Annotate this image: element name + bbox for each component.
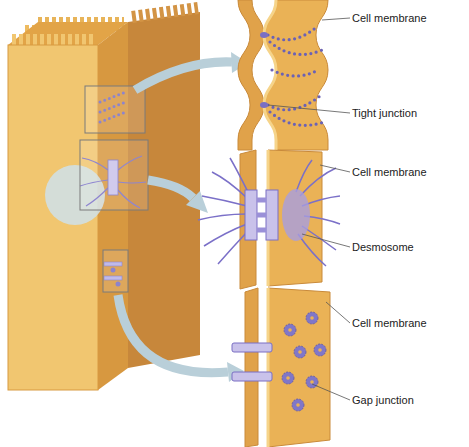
membrane-sheet (245, 288, 258, 447)
connexon-pore (310, 380, 314, 384)
desmosome-panel (198, 150, 340, 289)
zoom-frame (80, 140, 148, 210)
membrane-sheet (238, 0, 264, 150)
zoom-arrow (118, 295, 228, 373)
tight-junction-contact (260, 102, 268, 108)
connexon-pore (296, 403, 300, 407)
zoom-frames (80, 86, 148, 292)
leader-line (268, 105, 350, 113)
connexon-face (292, 399, 304, 411)
callout-label: Desmosome (352, 240, 414, 254)
tight-junction-contact (260, 32, 268, 38)
leader-lines (268, 18, 350, 400)
connexon-face (314, 344, 326, 356)
microvilli (132, 8, 198, 17)
connexon-pore (298, 350, 302, 354)
zoom-frame (85, 86, 145, 133)
membrane-edge (267, 288, 270, 447)
membrane-sheet (240, 150, 256, 289)
connexon-pore (286, 376, 290, 380)
callout-label: Tight junction (352, 106, 417, 120)
microvilli (12, 34, 96, 46)
desmosome-plaque (245, 190, 257, 240)
zoom-arrow (148, 180, 193, 198)
zoom-arrows (118, 52, 248, 382)
connexon-face (282, 372, 294, 384)
connexon-face (284, 324, 296, 336)
desmosome-plaque (266, 190, 278, 240)
gap-junction-panel (232, 288, 330, 447)
connexon-pore (288, 328, 292, 332)
desmosome-plaque (282, 189, 310, 241)
callout-label: Cell membrane (352, 11, 427, 25)
intermediate-filaments (198, 158, 250, 264)
connexon-pores (286, 316, 322, 407)
leader-line (320, 165, 350, 172)
zoom-arrow (135, 62, 232, 90)
connexon-faces (282, 312, 326, 411)
membrane-sheet (264, 0, 328, 150)
callout-label: Gap junction (352, 393, 414, 407)
membrane-edge (264, 0, 276, 150)
callout-label: Cell membrane (352, 165, 427, 179)
callout-label: Cell membrane (352, 316, 427, 330)
leader-line (322, 18, 350, 20)
connexon (232, 343, 272, 352)
connexon (232, 372, 272, 381)
leader-line (302, 234, 350, 247)
arrow-head (186, 191, 208, 213)
zoom-frame (103, 250, 128, 292)
connexon-face (306, 312, 318, 324)
junction-protein-rows (268, 26, 324, 125)
connexon-pore (318, 348, 322, 352)
membrane-sheet (268, 288, 330, 447)
connexon-face (294, 346, 306, 358)
epithelial-cells (8, 8, 200, 390)
connexon-pore (310, 316, 314, 320)
leader-line (326, 302, 350, 323)
tight-junction-panel (238, 0, 328, 150)
linker-proteins (257, 200, 266, 230)
leader-line (312, 384, 350, 400)
